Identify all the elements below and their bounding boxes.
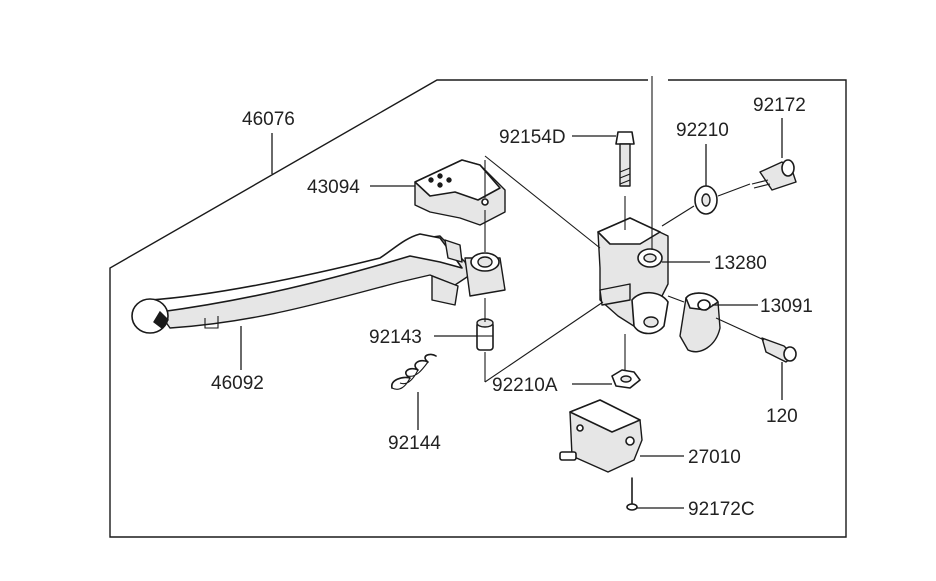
clamp xyxy=(679,292,721,353)
callout-92210: 92210 xyxy=(676,120,729,141)
callout-120: 120 xyxy=(766,406,798,427)
spring xyxy=(391,353,437,390)
callout-92144: 92144 xyxy=(388,433,441,454)
callout-43094: 43094 xyxy=(307,177,360,198)
clutch-lever xyxy=(131,233,471,334)
clutch-switch xyxy=(559,399,643,473)
holder-bolt xyxy=(751,159,797,191)
switch-screw xyxy=(626,477,638,511)
callout-13280: 13280 xyxy=(714,253,767,274)
lever-pivot-boss xyxy=(464,252,506,297)
callout-92172c: 92172C xyxy=(688,499,755,520)
washer xyxy=(694,185,718,215)
collar xyxy=(476,318,494,351)
callout-labels: 46076 46092 43094 92143 92144 92154D 922… xyxy=(211,95,813,520)
leader-lines xyxy=(240,118,783,509)
callout-92143: 92143 xyxy=(369,327,422,348)
bracket xyxy=(597,217,669,335)
top-bolt xyxy=(615,131,635,187)
callout-46076: 46076 xyxy=(242,109,295,130)
callout-92172: 92172 xyxy=(753,95,806,116)
callout-13091: 13091 xyxy=(760,296,813,317)
callout-92154d: 92154D xyxy=(499,127,566,148)
nut xyxy=(611,369,641,389)
callout-92210a: 92210A xyxy=(492,375,558,396)
assembly-frame xyxy=(109,79,847,538)
callout-27010: 27010 xyxy=(688,447,741,468)
assembly-lines xyxy=(484,76,765,383)
clamp-bolt xyxy=(761,337,797,363)
lever-holder xyxy=(414,159,506,226)
callout-46092: 46092 xyxy=(211,373,264,394)
